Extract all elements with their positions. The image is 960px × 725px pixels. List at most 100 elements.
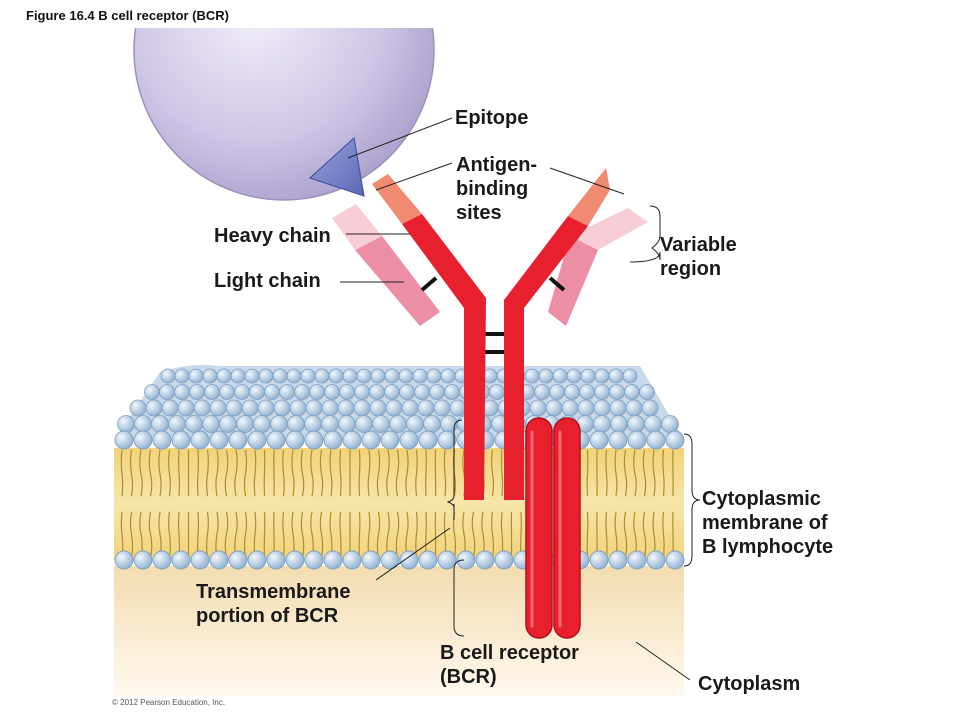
- lipid-head: [418, 400, 434, 416]
- lipid-head: [450, 400, 466, 416]
- lipid-head: [609, 431, 627, 449]
- lipid-head: [390, 416, 407, 433]
- label-variable-line2: region: [660, 257, 737, 281]
- lipid-head: [267, 431, 285, 449]
- lipid-head: [642, 400, 658, 416]
- lipid-head: [172, 431, 190, 449]
- lipid-head: [203, 369, 217, 383]
- lipid-head: [248, 551, 266, 569]
- lipid-tail: [587, 450, 588, 496]
- label-variable-line1: Variable: [660, 233, 737, 257]
- lipid-head: [175, 385, 190, 400]
- lipid-head: [250, 385, 265, 400]
- lipid-head: [539, 369, 553, 383]
- lipid-head: [495, 551, 513, 569]
- lipid-head: [407, 416, 424, 433]
- lipid-head: [553, 369, 567, 383]
- lipid-head: [145, 385, 160, 400]
- lipid-head: [190, 385, 205, 400]
- lipid-head: [235, 385, 250, 400]
- lipid-head: [115, 551, 133, 569]
- lipid-head: [611, 416, 628, 433]
- lipid-head: [205, 385, 220, 400]
- lipid-head: [434, 400, 450, 416]
- lipid-head: [135, 416, 152, 433]
- lipid-head: [438, 551, 456, 569]
- lipid-tail: [587, 512, 588, 558]
- lipid-head: [217, 369, 231, 383]
- lipid-head: [357, 369, 371, 383]
- lipid-head: [400, 385, 415, 400]
- label-antigen-binding-line2: binding: [456, 177, 537, 201]
- lipid-head: [280, 385, 295, 400]
- lipid-head: [578, 400, 594, 416]
- lipid-head: [153, 551, 171, 569]
- lipid-head: [237, 416, 254, 433]
- lipid-head: [535, 385, 550, 400]
- lipid-head: [419, 551, 437, 569]
- lipid-head: [115, 431, 133, 449]
- lipid-tail: [264, 450, 265, 496]
- lipid-head: [424, 416, 441, 433]
- lipid-head: [301, 369, 315, 383]
- label-heavy-chain: Heavy chain: [214, 224, 331, 248]
- lipid-head: [153, 431, 171, 449]
- lipid-head: [626, 400, 642, 416]
- lipid-head: [400, 431, 418, 449]
- lipid-head: [594, 400, 610, 416]
- light-heavy-bond-left: [422, 278, 436, 290]
- lipid-head: [242, 400, 258, 416]
- lipid-head: [178, 400, 194, 416]
- lipid-head: [288, 416, 305, 433]
- lipid-head: [305, 416, 322, 433]
- lipid-head: [290, 400, 306, 416]
- lipid-head: [274, 400, 290, 416]
- lipid-head: [210, 431, 228, 449]
- label-membrane-line3: B lymphocyte: [702, 535, 833, 559]
- lipid-head: [490, 385, 505, 400]
- lipid-head: [370, 400, 386, 416]
- label-membrane-line2: membrane of: [702, 511, 833, 535]
- copyright-notice: © 2012 Pearson Education, Inc.: [112, 698, 225, 707]
- lipid-head: [210, 400, 226, 416]
- lipid-head: [305, 551, 323, 569]
- lipid-head: [203, 416, 220, 433]
- lipid-head: [385, 369, 399, 383]
- signaling-chain-2: [554, 418, 580, 638]
- lipid-head: [161, 369, 175, 383]
- lipid-head: [267, 551, 285, 569]
- lipid-head: [565, 385, 580, 400]
- lipid-head: [595, 369, 609, 383]
- lipid-head: [271, 416, 288, 433]
- lipid-head: [322, 416, 339, 433]
- lipid-head: [580, 385, 595, 400]
- lipid-head: [220, 416, 237, 433]
- lipid-head: [325, 385, 340, 400]
- lipid-head: [189, 369, 203, 383]
- lipid-head: [419, 431, 437, 449]
- lipid-head: [373, 416, 390, 433]
- lipid-head: [324, 431, 342, 449]
- lipid-head: [581, 369, 595, 383]
- lipid-head: [210, 551, 228, 569]
- lipid-head: [315, 369, 329, 383]
- lipid-head: [329, 369, 343, 383]
- label-antigen-binding-sites: Antigen- binding sites: [456, 153, 537, 225]
- label-transmembrane-line1: Transmembrane: [196, 580, 351, 604]
- lipid-head: [339, 416, 356, 433]
- lipid-head: [306, 400, 322, 416]
- lipid-head: [172, 551, 190, 569]
- lipid-head: [186, 416, 203, 433]
- lipid-head: [231, 369, 245, 383]
- lipid-tail: [264, 512, 265, 558]
- lipid-head: [134, 431, 152, 449]
- lipid-head: [525, 369, 539, 383]
- lipid-head: [259, 369, 273, 383]
- lipid-head: [248, 431, 266, 449]
- lipid-head: [305, 431, 323, 449]
- lipid-head: [338, 400, 354, 416]
- label-antigen-binding-line1: Antigen-: [456, 153, 537, 177]
- label-light-chain: Light chain: [214, 269, 321, 293]
- lipid-head: [476, 551, 494, 569]
